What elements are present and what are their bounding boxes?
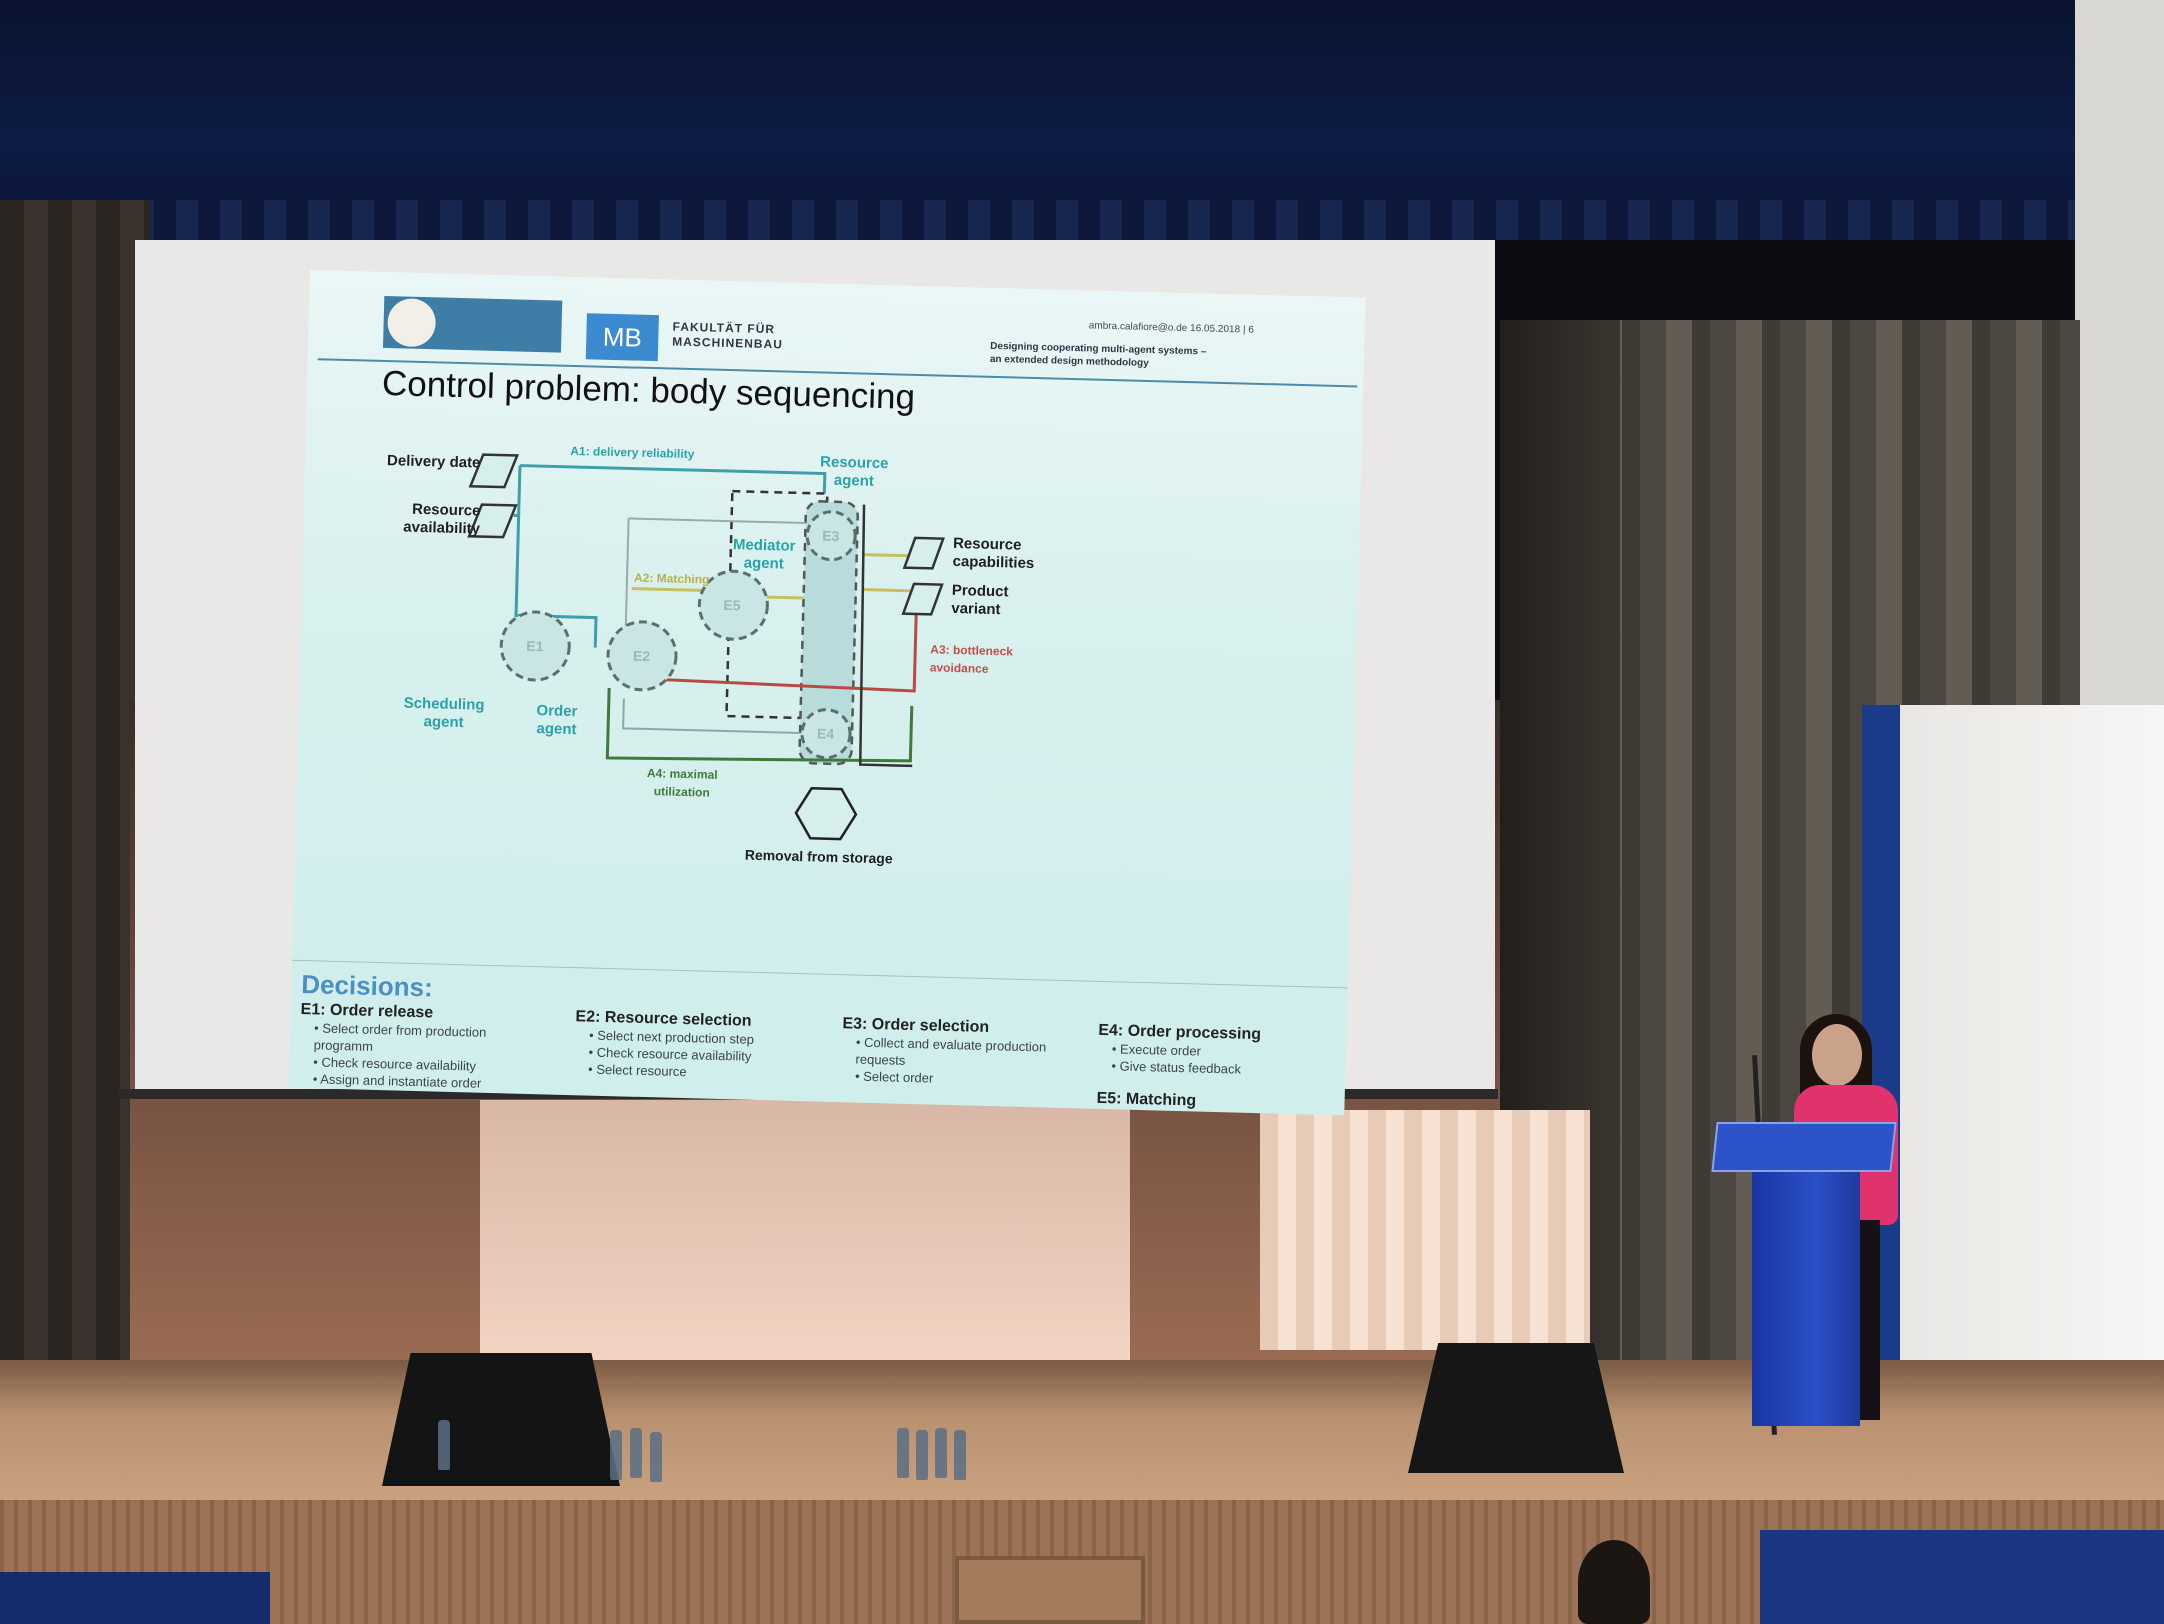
e5-node (697, 569, 769, 641)
water-bottle (630, 1428, 642, 1478)
decision-item: • Assign and instantiate order (312, 1071, 482, 1091)
water-bottle (954, 1430, 966, 1480)
label-line: variant (951, 599, 1001, 619)
label-line: agent (423, 713, 464, 732)
label-line: Order (536, 702, 578, 721)
product-variant-label: Product variant (951, 582, 1009, 619)
presentation-slide: MB FAKULTÄT FÜR MASCHINENBAU ambra.calaf… (288, 270, 1366, 1117)
e1-node-label: E1 (526, 637, 544, 655)
portrait-icon (387, 298, 437, 348)
stage-front-hatch (955, 1556, 1145, 1624)
water-bottle (650, 1432, 662, 1482)
a4-line-inner (622, 698, 801, 734)
stage-monitor-right (1408, 1343, 1624, 1473)
podium (1752, 1126, 1860, 1426)
decision-title: E5: Matching (1096, 1089, 1197, 1110)
label-line: agent (833, 471, 875, 490)
e5-node-label: E5 (723, 596, 741, 614)
e3-node (805, 510, 857, 562)
diagram-lines (467, 453, 945, 841)
decision-e3: E3: Order selection • Collect and evalua… (841, 1015, 1047, 1089)
a4-label: A4: maximal utilization (646, 764, 718, 802)
a2-label: A2: Matching (633, 570, 710, 587)
resource-availability-label: Resource availability (403, 501, 481, 539)
resource-capabilities-label: Resource capabilities (952, 535, 1035, 573)
dark-line (858, 504, 913, 768)
faculty-name: FAKULTÄT FÜR MASCHINENBAU (672, 320, 783, 353)
agent-diagram: Delivery date Resource availability A1: … (352, 412, 1346, 997)
delivery-date-input (468, 453, 520, 489)
resource-frame (798, 500, 859, 766)
e3-node-label: E3 (822, 527, 840, 544)
water-bottle (916, 1430, 928, 1480)
scheduling-agent-label: Scheduling agent (403, 694, 485, 733)
removal-label: Removal from storage (744, 846, 893, 867)
order-agent-label: Order agent (536, 702, 578, 739)
a3-line (649, 600, 919, 693)
water-bottle (935, 1428, 947, 1478)
a1-line (514, 464, 827, 648)
label-line: capabilities (952, 552, 1035, 573)
label-line: A3: bottleneck (930, 642, 1014, 659)
slide-subtitle: Designing cooperating multi-agent system… (990, 340, 1251, 373)
speaker-head (1812, 1024, 1862, 1086)
water-bottle (897, 1428, 909, 1478)
mediator-frame (725, 489, 829, 720)
label-line: avoidance (929, 660, 989, 676)
stage-frame (2075, 0, 2164, 720)
label-line: Resource (411, 500, 481, 520)
resource-availability-input (467, 503, 518, 539)
product-variant-input (901, 582, 944, 616)
faculty-line: MASCHINENBAU (672, 334, 784, 352)
decision-e1: E1: Order release • Select order from pr… (299, 1001, 487, 1092)
label-line: Mediator (732, 536, 796, 555)
label-line: Scheduling (403, 694, 485, 714)
mediator-agent-label: Mediator agent (732, 536, 796, 574)
water-bottle (610, 1430, 622, 1480)
a4-line (605, 687, 914, 763)
label-line: Resource (819, 453, 889, 473)
decision-e4: E4: Order processing • Execute order • G… (1096, 1022, 1261, 1112)
label-line: A4: maximal (646, 765, 718, 782)
water-bottle (438, 1420, 450, 1470)
white-panel (1900, 705, 2164, 1405)
a1-label: A1: delivery reliability (570, 443, 695, 462)
slide-meta: ambra.calafiore@o.de 16.05.2018 | 6 (1088, 320, 1254, 336)
e2-node-label: E2 (632, 647, 651, 665)
audience-head (1578, 1540, 1650, 1624)
wall-panel (480, 1100, 1130, 1370)
decisions-heading: Decisions: (300, 969, 434, 1003)
a3-label: A3: bottleneck avoidance (930, 640, 1014, 678)
decision-item: • Give status feedback (1111, 1058, 1242, 1077)
e4-node (800, 708, 852, 760)
drape (1260, 1110, 1590, 1350)
front-banner-right (1760, 1530, 2164, 1624)
label-line: Product (951, 581, 1009, 601)
label-line: agent (536, 720, 577, 739)
curtain-left (0, 200, 150, 1370)
resource-capabilities-input (902, 536, 945, 570)
university-logo (382, 295, 563, 353)
podium-top (1711, 1122, 1897, 1172)
e2-node (606, 620, 678, 692)
resource-agent-label: Resource agent (819, 453, 889, 491)
label-line: Resource (952, 534, 1022, 554)
decisions-section: Decisions: E1: Order release • Select or… (288, 959, 1348, 1117)
label-line: utilization (653, 784, 710, 800)
stage-monitor-left (382, 1353, 620, 1486)
decision-e2: E2: Resource selection • Select next pro… (574, 1008, 755, 1082)
storage-hexagon (794, 787, 858, 841)
label-line: agent (743, 554, 784, 573)
e1-node (499, 610, 571, 682)
mb-logo: MB (585, 313, 659, 362)
delivery-date-label: Delivery date (386, 452, 481, 472)
curtain-top (0, 0, 2164, 240)
e4-node-label: E4 (816, 725, 835, 742)
front-banner-left (0, 1572, 270, 1624)
label-line: availability (403, 518, 481, 538)
